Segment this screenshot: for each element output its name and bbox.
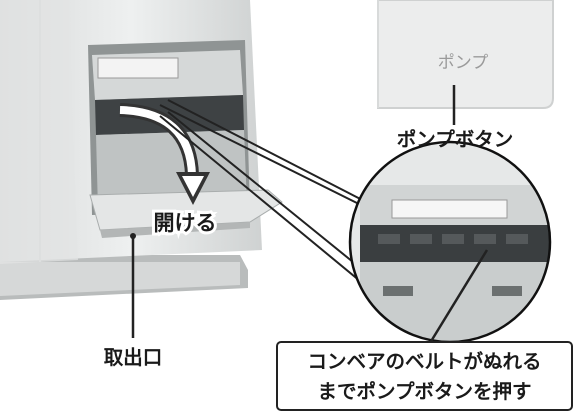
outlet-label: 取出口 xyxy=(104,346,163,369)
dispenser-machine xyxy=(0,0,283,300)
magnified-view xyxy=(348,140,552,344)
pump-panel-label: ポンプ xyxy=(437,52,489,73)
zoom-connectors xyxy=(159,99,391,301)
open-label-text: 開ける xyxy=(154,211,217,235)
pump-button-caption: ポンプボタン xyxy=(397,128,513,151)
instruction-line-2: までポンプボタンを押す xyxy=(317,380,532,403)
instruction-line-1: コンベアのベルトがぬれる xyxy=(307,350,542,373)
instruction-callout: コンベアのベルトがぬれる までポンプボタンを押す xyxy=(276,341,573,411)
open-label-outline: 開ける xyxy=(154,211,217,235)
open-label: 開ける 開ける xyxy=(151,208,220,238)
pump-panel xyxy=(377,0,554,109)
belt-pointer xyxy=(428,249,489,344)
